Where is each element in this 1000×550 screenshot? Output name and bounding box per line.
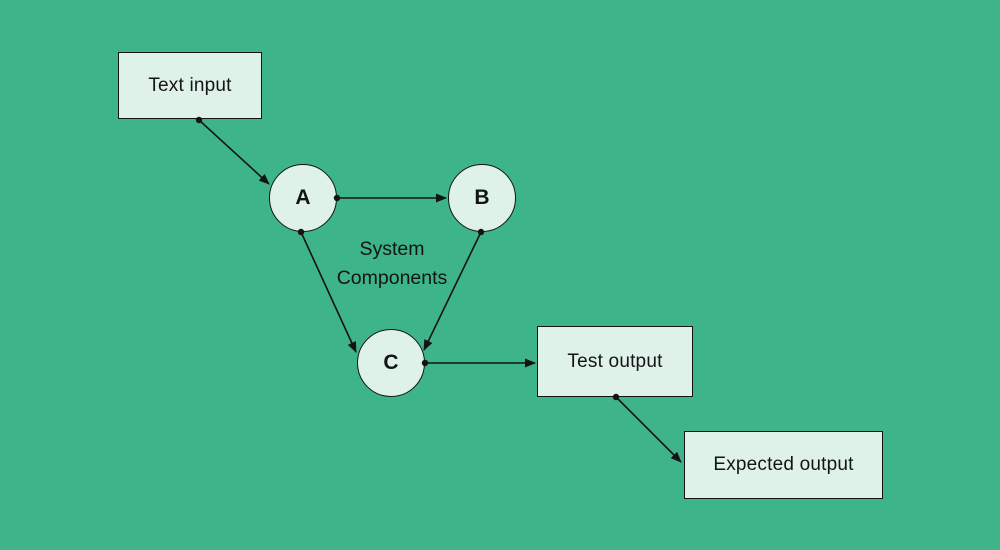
system-components-line1: System <box>359 238 425 260</box>
edge-test-output-to-expected-output <box>612 393 682 463</box>
node-c-label: C <box>383 351 399 374</box>
node-b: B <box>448 164 516 232</box>
system-components-line2: Components <box>336 267 448 289</box>
edge-text-input-to-a <box>195 116 270 185</box>
node-expected-output-label: Expected output <box>713 454 854 475</box>
node-test-output: Test output <box>537 326 693 397</box>
node-c: C <box>357 329 425 397</box>
node-text-input-label: Text input <box>148 74 232 96</box>
node-a-label: A <box>295 186 311 209</box>
system-components-label: System Components <box>292 235 492 293</box>
node-test-output-label: Test output <box>567 350 663 372</box>
node-a: A <box>269 164 337 232</box>
node-text-input: Text input <box>118 52 262 119</box>
node-b-label: B <box>474 186 490 209</box>
node-expected-output: Expected output <box>684 431 883 499</box>
